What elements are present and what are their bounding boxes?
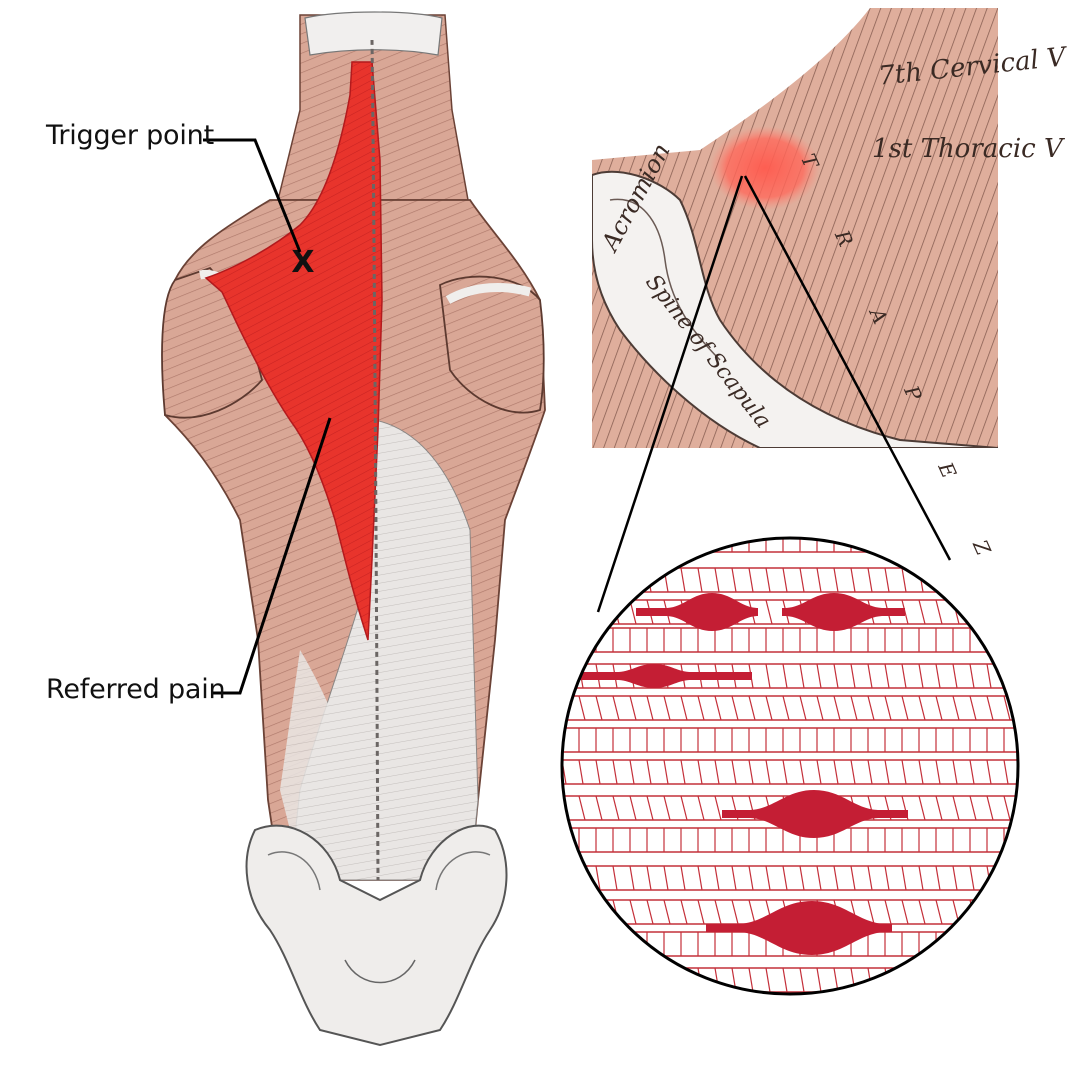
fiber-row [562, 663, 1018, 689]
fiber-row [560, 1002, 1020, 1026]
fiber-row [562, 759, 1018, 785]
contraction-knot [706, 901, 892, 955]
contraction-knot [636, 593, 758, 631]
referred-pain-leader-line [212, 417, 332, 695]
trigger-point-leader-line [203, 138, 302, 253]
zoom-line-right [743, 175, 952, 561]
fiber-row [562, 727, 1018, 753]
trigger-point-label: Trigger point [46, 120, 214, 151]
zoom-line-left [596, 175, 744, 613]
thoracic-vertebra-label: 1st Thoracic V [872, 134, 1063, 164]
fiber-row [562, 627, 1018, 653]
back-figure [161, 11, 546, 1047]
contraction-knot [782, 593, 905, 631]
contraction-knot [580, 664, 752, 688]
magnified-muscle-fibers [560, 536, 1020, 1026]
contraction-knot [722, 790, 908, 838]
referred-pain-label: Referred pain [46, 674, 226, 705]
trigger-point-marker: X [291, 245, 314, 280]
trapezius-detail-panel [592, 8, 998, 448]
